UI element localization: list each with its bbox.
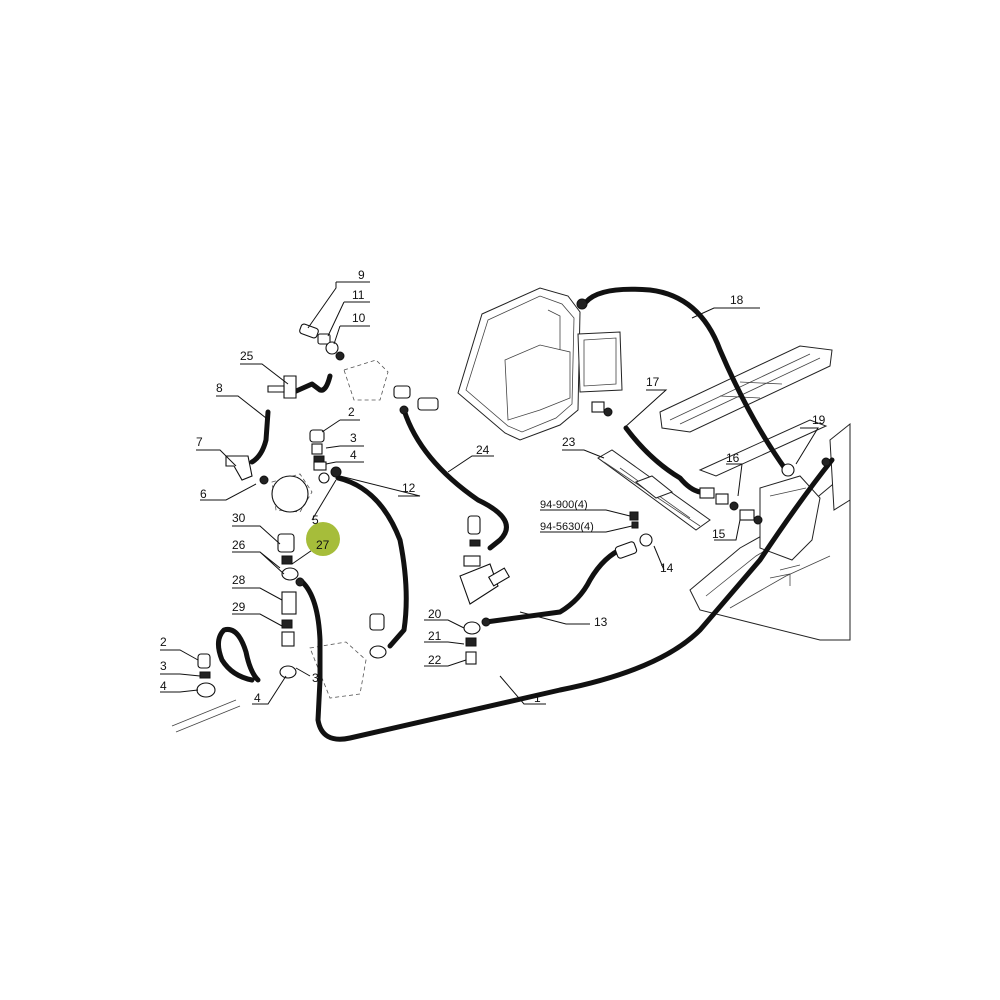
callout-17: 17 bbox=[646, 375, 660, 389]
callout-5: 5 bbox=[312, 513, 319, 527]
callout-13: 13 bbox=[594, 615, 608, 629]
hose-1 bbox=[315, 457, 835, 742]
hose-13 bbox=[483, 545, 627, 625]
callout-1: 1 bbox=[534, 691, 541, 705]
rail-assembly bbox=[659, 345, 833, 477]
valve-plate-sketch bbox=[271, 359, 389, 699]
hose-left bbox=[216, 626, 261, 683]
callout-19: 19 bbox=[812, 413, 826, 427]
callout-3-left: 3 bbox=[160, 659, 167, 673]
callout-labels: 9 11 10 25 8 7 6 2 3 4 5 12 30 26 27 28 … bbox=[160, 268, 826, 705]
callout-3-lower: 3 bbox=[312, 671, 319, 685]
callout-4-upper: 4 bbox=[350, 448, 357, 462]
callout-6: 6 bbox=[200, 487, 207, 501]
callout-2-upper: 2 bbox=[348, 405, 355, 419]
callout-9: 9 bbox=[358, 268, 365, 282]
callout-94-900: 94-900(4) bbox=[540, 499, 588, 511]
callout-25: 25 bbox=[240, 349, 254, 363]
callout-24: 24 bbox=[476, 443, 490, 457]
callout-11: 11 bbox=[352, 288, 365, 302]
callout-28: 28 bbox=[232, 573, 246, 587]
callout-30: 30 bbox=[232, 511, 246, 525]
callout-15: 15 bbox=[712, 527, 726, 541]
callout-12: 12 bbox=[402, 481, 416, 495]
callout-27: 27 bbox=[316, 538, 330, 552]
callout-16: 16 bbox=[726, 451, 740, 465]
tank-housing bbox=[457, 287, 623, 441]
callout-4-left: 4 bbox=[160, 679, 167, 693]
hose-8 bbox=[249, 409, 271, 465]
hose-17 bbox=[623, 425, 703, 495]
callout-27-highlight bbox=[306, 522, 340, 556]
callout-26: 26 bbox=[232, 538, 246, 552]
leader-lines bbox=[160, 281, 819, 705]
hose-18 bbox=[583, 286, 789, 473]
callout-23: 23 bbox=[562, 435, 576, 449]
callout-21: 21 bbox=[428, 629, 442, 643]
callout-29: 29 bbox=[232, 600, 246, 614]
callout-10: 10 bbox=[352, 311, 366, 325]
callout-2-left: 2 bbox=[160, 635, 167, 649]
callout-7: 7 bbox=[196, 435, 203, 449]
callout-4-lower: 4 bbox=[254, 691, 261, 705]
callout-14: 14 bbox=[660, 561, 674, 575]
callout-3-upper: 3 bbox=[350, 431, 357, 445]
hoses bbox=[216, 286, 835, 742]
callout-22: 22 bbox=[428, 653, 442, 667]
callout-20: 20 bbox=[428, 607, 442, 621]
hose-25 bbox=[291, 373, 333, 395]
callout-18: 18 bbox=[730, 293, 744, 307]
mounting-bracket bbox=[597, 449, 711, 531]
hose-24 bbox=[401, 407, 509, 551]
callout-8: 8 bbox=[216, 381, 223, 395]
fittings bbox=[171, 298, 831, 733]
callout-94-5630: 94-5630(4) bbox=[540, 521, 594, 533]
hose-12 bbox=[335, 475, 409, 649]
